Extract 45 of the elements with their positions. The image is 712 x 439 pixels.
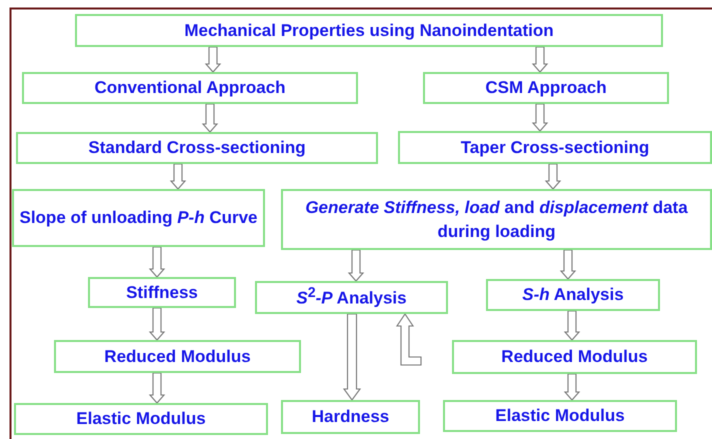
process-box — [14, 403, 268, 435]
box-label: Conventional Approach — [94, 77, 286, 100]
box-label: Reduced Modulus — [501, 346, 648, 368]
process-box — [22, 72, 358, 104]
box-label: Stiffness — [126, 282, 198, 304]
process-box — [54, 340, 301, 373]
box-label: CSM Approach — [485, 77, 607, 100]
box-label: Elastic Modulus — [76, 408, 206, 430]
block-arrow — [148, 372, 166, 404]
block-arrow — [348, 249, 364, 282]
block-arrow — [532, 46, 548, 73]
block-arrow — [544, 163, 562, 190]
box-label: S$^{2}$-P Analysis — [296, 284, 407, 310]
process-box — [281, 400, 420, 434]
block-arrow — [564, 373, 580, 401]
box-label: Taper Cross-sectioning — [460, 136, 650, 159]
box-label: Standard Cross-sectioning — [88, 137, 306, 160]
block-arrow — [148, 307, 166, 341]
box-label: Mechanical Properties using Nanoindentation — [184, 20, 554, 42]
process-box — [452, 340, 697, 374]
process-box — [75, 14, 663, 47]
box-label: Generate Stiffness, load and displacement data during loading — [304, 196, 689, 243]
box-label: Reduced Modulus — [104, 346, 251, 368]
process-box — [486, 279, 660, 311]
process-box — [12, 189, 265, 247]
process-box — [88, 277, 236, 308]
box-label: Slope of unloading P-h Curve — [19, 207, 258, 230]
block-arrow — [532, 103, 548, 132]
box-label: Hardness — [312, 406, 390, 428]
block-arrow — [564, 310, 580, 341]
block-arrow — [202, 103, 218, 133]
block-arrow — [204, 46, 222, 73]
process-box — [398, 131, 712, 164]
box-label: Elastic Modulus — [495, 405, 625, 428]
block-arrow — [560, 249, 576, 280]
block-arrow — [396, 313, 422, 366]
process-box — [443, 400, 677, 432]
process-box — [281, 189, 712, 250]
block-arrow — [148, 246, 166, 278]
block-arrow — [170, 163, 186, 190]
process-box — [423, 72, 669, 104]
process-box — [255, 281, 448, 314]
box-label: S-h Analysis — [522, 284, 624, 306]
block-arrow — [342, 313, 362, 401]
process-box — [16, 132, 378, 164]
